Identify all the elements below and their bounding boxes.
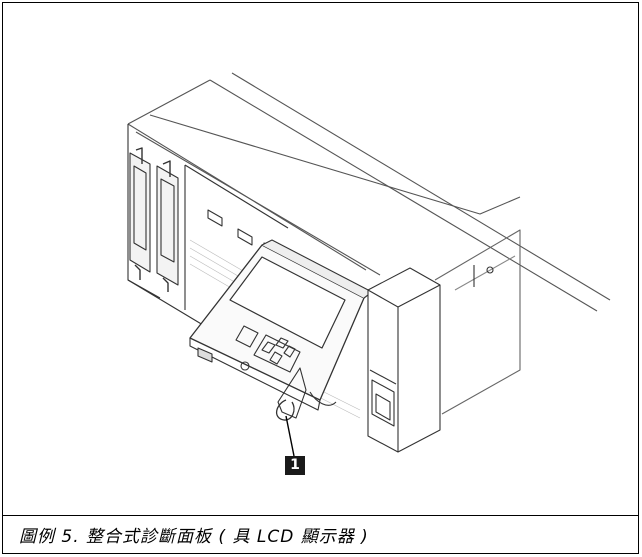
figure-caption: 圖例 5. 整合式診斷面板 ( 具 LCD 顯示器 ) [19,527,369,547]
lcd-panel [189,239,373,421]
drive-bays [129,147,179,292]
rack-ear [367,265,494,453]
chassis-front [127,124,521,415]
callout-leader [285,415,295,457]
caption-divider [3,515,638,516]
callout-badge: 1 [285,456,305,475]
chassis-top [127,72,611,312]
